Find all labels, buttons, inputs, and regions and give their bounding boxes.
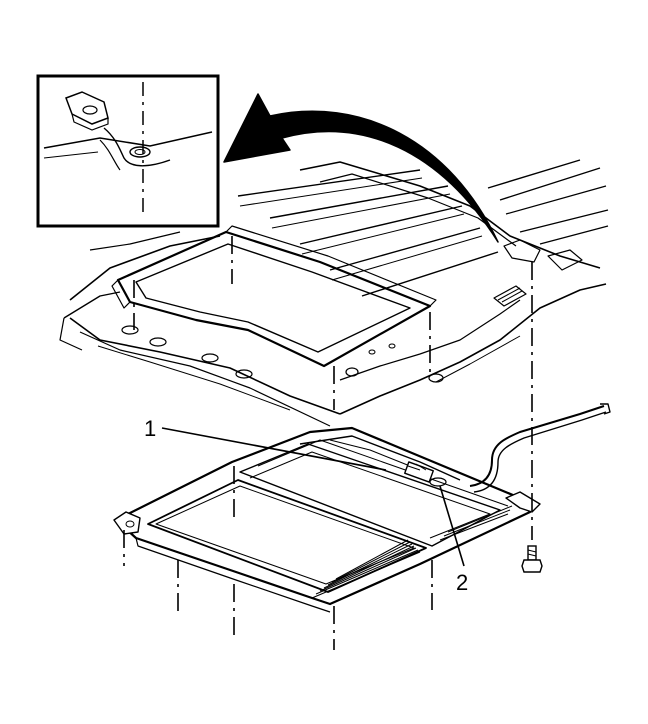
inset-drain-hose [103, 127, 171, 167]
front-deflector-hatch [311, 539, 421, 599]
callout-1-label: 1 [144, 416, 156, 441]
callout-2-leader [439, 485, 465, 567]
detail-inset [36, 74, 220, 228]
side-rail-hatch [439, 505, 513, 541]
sunroof-module [113, 403, 611, 613]
removal-direction-arrow [223, 93, 499, 243]
callout-1-leader [161, 427, 387, 471]
vehicle-roof-structure [59, 159, 609, 427]
detail-inset-frame [36, 74, 220, 228]
callout-2-label: 2 [456, 570, 468, 595]
callout-1-group: 1 [144, 416, 387, 471]
callout-2-group: 2 [439, 485, 468, 595]
alignment-lines [123, 236, 533, 650]
roof-opening-outer [116, 230, 432, 368]
inset-roof-panel [43, 131, 213, 149]
drain-hose [469, 405, 605, 487]
roof-opening-inner [135, 243, 411, 353]
mounting-bolt [521, 545, 543, 573]
sunroof-glass-opening [147, 479, 427, 593]
